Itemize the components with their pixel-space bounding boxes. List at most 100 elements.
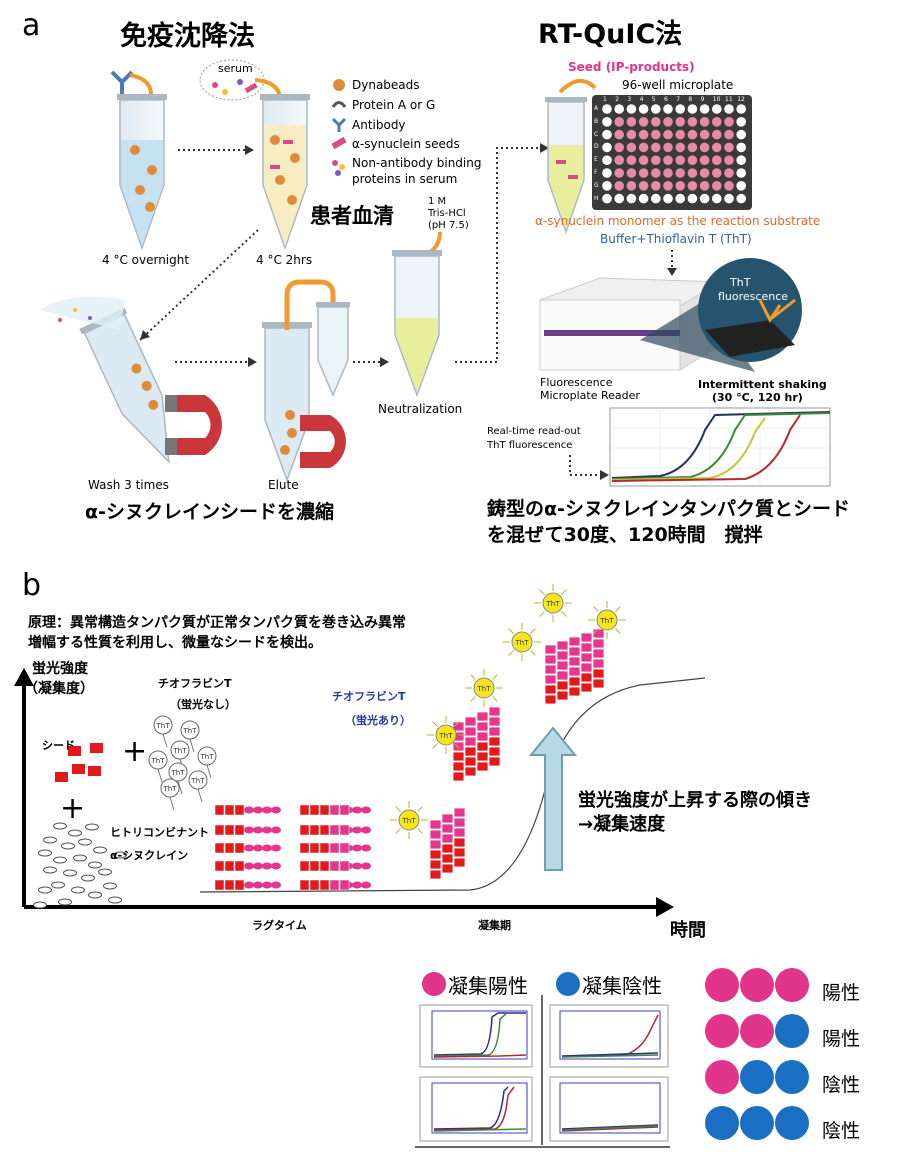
tube-1: [117, 94, 167, 251]
result-circle: [705, 1014, 739, 1048]
wash-label: Wash 3 times: [88, 478, 169, 492]
plate-well: [614, 129, 624, 140]
plate-well: [675, 117, 685, 127]
plate-well: [675, 142, 685, 153]
svg-text:ThT: ThT: [546, 600, 561, 608]
monomer-ellipse: [81, 874, 95, 882]
result-circle: [705, 1106, 739, 1140]
plate-well: [626, 181, 637, 191]
plate-col-label: 6: [664, 96, 668, 103]
plate-col-label: 4: [639, 96, 644, 103]
monomer-ellipse: [113, 851, 127, 859]
plate-well: [651, 117, 661, 127]
plate-well: [687, 168, 698, 178]
plate-well: [724, 142, 734, 153]
plate-well: [687, 117, 698, 127]
plate-well: [651, 193, 661, 204]
tube-2: [260, 94, 310, 251]
panel-a-illustration: [40, 59, 831, 487]
plate-well: [602, 129, 612, 140]
plate-well: [626, 129, 637, 140]
plate-col-label: 1: [603, 96, 607, 103]
tht-unlit-icon: [170, 740, 190, 760]
plate-well: [651, 142, 661, 153]
result-label: 陽性: [822, 982, 861, 1004]
plate-well: [736, 168, 746, 178]
tris-line-3: (pH 7.5): [428, 220, 469, 231]
plate-well: [736, 155, 746, 165]
reader-label-1: Fluorescence: [540, 376, 613, 389]
plate-well: [638, 142, 649, 153]
svg-text:ThT: ThT: [163, 785, 178, 793]
mini-chart-negative-1: [549, 1004, 669, 1068]
tht-fluorescence-2: fluorescence: [718, 290, 789, 303]
plate-row-label: F: [594, 169, 598, 176]
plate-well: [699, 168, 710, 178]
step-overnight: 4 °C overnight: [102, 253, 190, 267]
plate-well: [614, 168, 624, 178]
monomer-label: α-synuclein monomer as the reaction subs…: [535, 214, 821, 228]
result-circle: [775, 1014, 809, 1048]
title-rt-quic: RT-QuIC法: [538, 19, 683, 50]
plate-col-label: 8: [688, 96, 693, 103]
plate-well: [638, 117, 649, 127]
plate-well: [675, 193, 685, 204]
plate-well: [675, 155, 685, 165]
svg-text:+: +: [122, 734, 147, 769]
plate-well: [663, 168, 673, 178]
plate-well: [699, 155, 710, 165]
plate-well: [638, 129, 649, 140]
plate-well: [687, 129, 698, 140]
plate-well: [602, 155, 612, 165]
svg-text:ThT: ThT: [171, 769, 186, 777]
plate-well: [663, 129, 673, 140]
plate-well: [638, 155, 649, 165]
readout-label-2: ThT fluorescence: [487, 440, 573, 451]
plate-well: [687, 155, 698, 165]
plate-well: [663, 142, 673, 153]
plate-col-label: 10: [712, 96, 721, 103]
monomer-ellipse: [53, 856, 67, 864]
svg-text:ThT: ThT: [515, 639, 530, 647]
agg-positive-label: 凝集陽性: [448, 974, 528, 998]
plate-well: [638, 168, 649, 178]
plate-well: [626, 142, 637, 153]
tris-line-1: 1 M: [428, 196, 447, 207]
step-2hrs: 4 °C 2hrs: [256, 253, 313, 267]
plate-row-label: A: [594, 105, 599, 112]
tht-lit-icon: [511, 631, 533, 653]
plate-well: [736, 142, 746, 153]
plate-row-label: D: [594, 143, 599, 151]
monomer-ellipse: [108, 896, 122, 904]
tht-unlit-icon: [160, 778, 180, 798]
plate-well: [602, 117, 612, 127]
concentrate-label: α-シヌクレインシードを濃縮: [85, 501, 334, 523]
monomer-ellipse: [88, 861, 102, 869]
monomer-ellipse: [53, 822, 67, 830]
small-tube: [316, 302, 350, 397]
svg-text:ThT: ThT: [200, 753, 215, 761]
plate-well: [724, 155, 734, 165]
plate-well: [687, 193, 698, 204]
monomer-ellipses: [33, 822, 127, 909]
plate-well: [651, 181, 661, 191]
plate-well: [614, 117, 624, 127]
plate-well: [736, 181, 746, 191]
plate-well: [699, 104, 710, 114]
plate-col-label: 2: [615, 96, 620, 103]
plate-col-label: 11: [725, 96, 733, 103]
panel-b-letter: b: [22, 568, 42, 603]
monomer-ellipse: [85, 823, 99, 831]
plate-well: [712, 193, 722, 204]
y-axis-label-1: 蛍光強度: [32, 661, 88, 677]
monomer-ellipse: [61, 842, 75, 850]
plate-row-label: B: [594, 117, 599, 125]
tht-on-label-1: チオフラビンT: [332, 690, 406, 703]
monomer-ellipse: [33, 901, 47, 909]
plate-well: [724, 193, 734, 204]
tht-lit-icon: [435, 724, 457, 746]
plate-well: [602, 193, 612, 204]
